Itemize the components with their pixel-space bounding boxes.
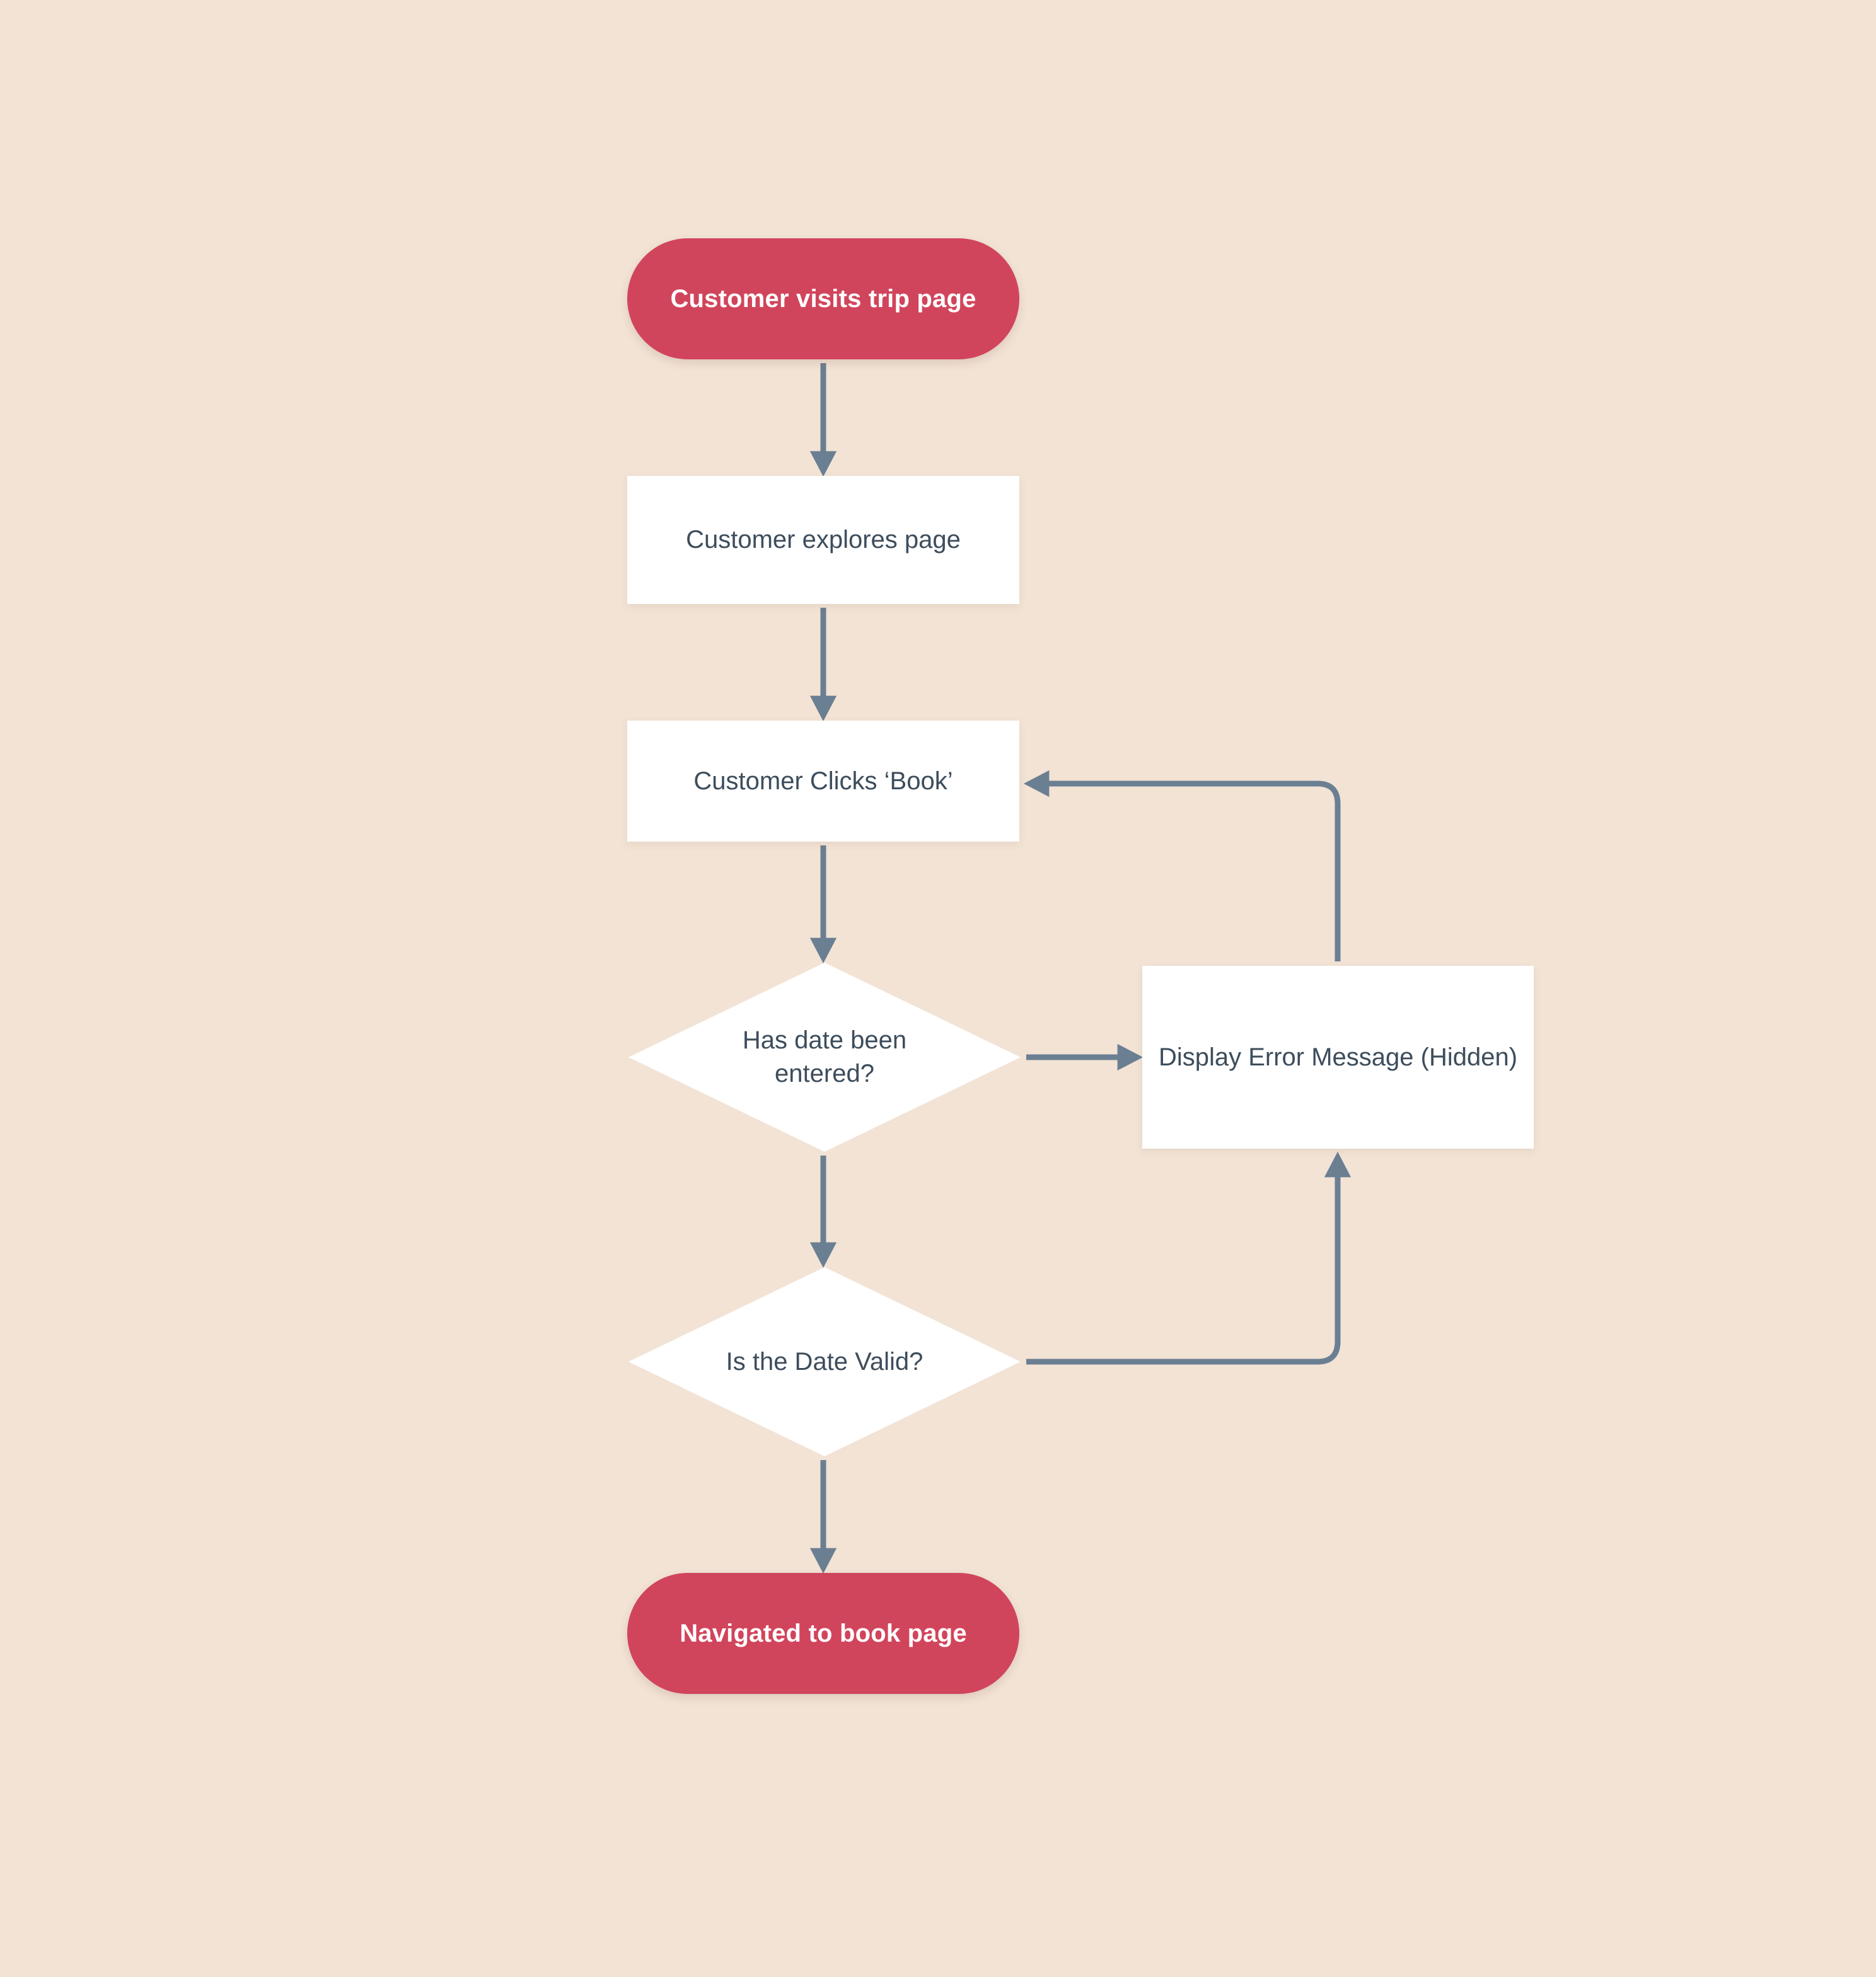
node-process-customer-clicks-book[interactable]: Customer Clicks ‘Book’ <box>627 721 1019 842</box>
node-label: Customer explores page <box>686 526 961 554</box>
node-process-customer-explores-page[interactable]: Customer explores page <box>627 476 1019 604</box>
node-decision-has-date-been-entered[interactable]: Has date been entered? <box>628 963 1021 1152</box>
node-label: Navigated to book page <box>680 1619 967 1647</box>
node-end-navigated-to-book-page[interactable]: Navigated to book page <box>627 1573 1019 1694</box>
node-label: Display Error Message (Hidden) <box>1158 1043 1518 1071</box>
node-start-customer-visits-trip-page[interactable]: Customer visits trip page <box>627 238 1019 359</box>
connector-error-to-click-book <box>1023 770 1341 961</box>
node-label: Customer Clicks ‘Book’ <box>693 767 953 795</box>
node-label: Customer visits trip page <box>670 284 976 313</box>
node-label: Has date been entered? <box>742 1026 907 1087</box>
node-label: Is the Date Valid? <box>726 1347 924 1376</box>
node-process-display-error-message[interactable]: Display Error Message (Hidden) <box>1142 966 1534 1149</box>
node-decision-is-the-date-valid[interactable]: Is the Date Valid? <box>628 1267 1021 1456</box>
connector-date-valid-to-error <box>1026 1151 1352 1365</box>
